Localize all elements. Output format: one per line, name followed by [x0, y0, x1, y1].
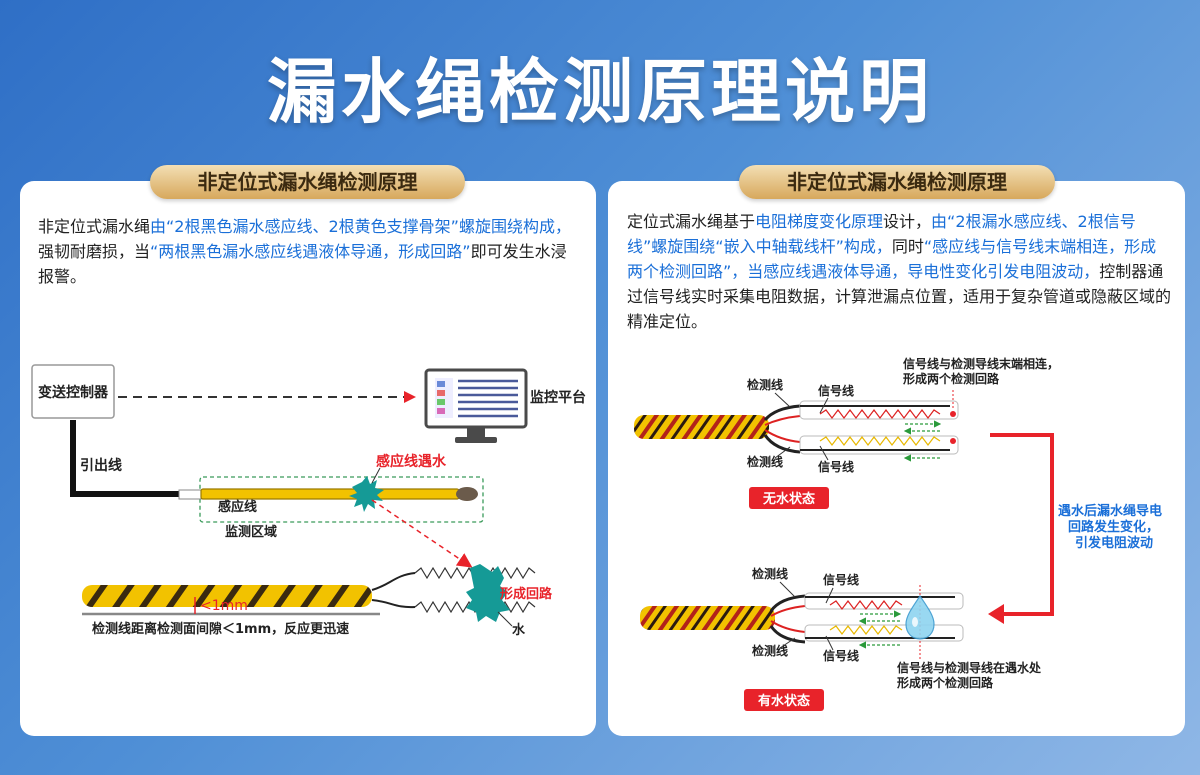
right-panel	[608, 181, 1185, 736]
no-water-badge	[749, 487, 829, 509]
change-arrow	[990, 433, 1054, 616]
desc-segment: 定位式漏水绳基于	[627, 212, 756, 231]
detect-wire-label-bottom: 检测线	[747, 454, 783, 469]
signal-wire-label-bottom-2: 信号线	[823, 648, 859, 663]
signal-wire-label-bottom: 信号线	[818, 459, 854, 474]
lead-wire	[70, 420, 180, 497]
water-label: 水	[512, 622, 526, 638]
desc-segment: 由“2根漏水感应线、2根信号线”螺旋围绕“嵌入中轴载线杆”构成，	[627, 212, 1136, 256]
desc-segment: 强韧耐磨损，当	[38, 242, 151, 261]
sense-wire	[200, 488, 460, 500]
sense-wire-label: 感应线	[218, 499, 257, 515]
water-hit-label: 感应线遇水	[376, 453, 447, 470]
desc-segment: 即可发生水浸报警。	[38, 242, 567, 286]
gap-note: 检测线距离检测面间隙＜1mm，反应更迅速	[92, 621, 349, 637]
note-bottom-line2: 形成两个检测回路	[897, 675, 994, 690]
gap-label: <1mm	[200, 598, 248, 614]
signal-wire-label-top-2: 信号线	[823, 572, 859, 587]
right-description: 定位式漏水绳基于电阻梯度变化原理设计，由“2根漏水感应线、2根信号线”螺旋围绕“…	[627, 209, 1172, 334]
signal-wire-label-top: 信号线	[818, 383, 854, 398]
note-top-line1: 信号线与检测导线末端相连，	[903, 356, 1059, 371]
change-line2: 回路发生变化，	[1068, 519, 1159, 535]
desc-segment: 设计，	[883, 212, 932, 231]
rope-no-water	[634, 390, 959, 462]
change-line3: 引发电阻波动	[1075, 535, 1153, 551]
left-panel-title: 非定位式漏水绳检测原理	[150, 165, 465, 199]
with-water-label: 有水状态	[758, 693, 810, 709]
no-water-label: 无水状态	[762, 491, 815, 507]
right-panel-title: 非定位式漏水绳检测原理	[739, 165, 1055, 199]
monitor-icon	[424, 368, 528, 443]
left-description: 非定位式漏水绳由“2根黑色漏水感应线、2根黄色支撑骨架”螺旋围绕构成， 强韧耐磨损…	[38, 214, 578, 289]
detect-wire-label-bottom-2: 检测线	[752, 643, 788, 658]
data-link-arrow	[404, 391, 416, 403]
desc-segment: 控制器通过信号线实时采集电阻数据，计算泄漏点位置，适用于复杂管道或隐蔽区域的精准…	[627, 262, 1172, 331]
water-splash-icon	[466, 564, 510, 622]
monitor-label: 监控平台	[530, 389, 586, 406]
desc-segment: 同时	[891, 237, 924, 256]
monitor-zone-label: 监测区域	[225, 524, 277, 540]
water-splash-icon	[349, 476, 384, 512]
note-top-line2: 形成两个检测回路	[903, 371, 1000, 386]
detect-wire-label-top-2: 检测线	[752, 566, 788, 581]
desc-segment: “两根黑色漏水感应线遇液体导通，形成回路”	[150, 242, 471, 261]
left-panel	[20, 181, 596, 736]
controller-label: 变送控制器	[38, 384, 109, 401]
controller-box: 变送控制器	[31, 364, 115, 419]
detect-wire-label-top: 检测线	[747, 377, 783, 392]
desc-segment: “感应线与信号线末端相连，形成两个检测回路”，当感应线遇液体导通，导电性变化引发…	[627, 237, 1157, 281]
zoom-arrow	[371, 499, 473, 568]
with-water-badge	[744, 689, 824, 711]
loop-label: 形成回路	[500, 586, 553, 602]
note-bottom-line1: 信号线与检测导线在遇水处	[897, 660, 1042, 675]
desc-segment: 非定位式漏水绳	[38, 217, 151, 236]
desc-segment: 由“2根黑色漏水感应线、2根黄色支撑骨架”螺旋围绕构成，	[150, 217, 571, 236]
rope-with-water	[640, 585, 964, 660]
change-line1: 遇水后漏水绳导电	[1058, 503, 1162, 519]
desc-segment: 电阻梯度变化原理	[755, 212, 884, 231]
water-drop-icon	[905, 594, 935, 640]
lead-wire-label: 引出线	[80, 457, 122, 474]
sense-wire-end	[456, 487, 478, 501]
page-title: 漏水绳检测原理说明	[267, 51, 933, 133]
